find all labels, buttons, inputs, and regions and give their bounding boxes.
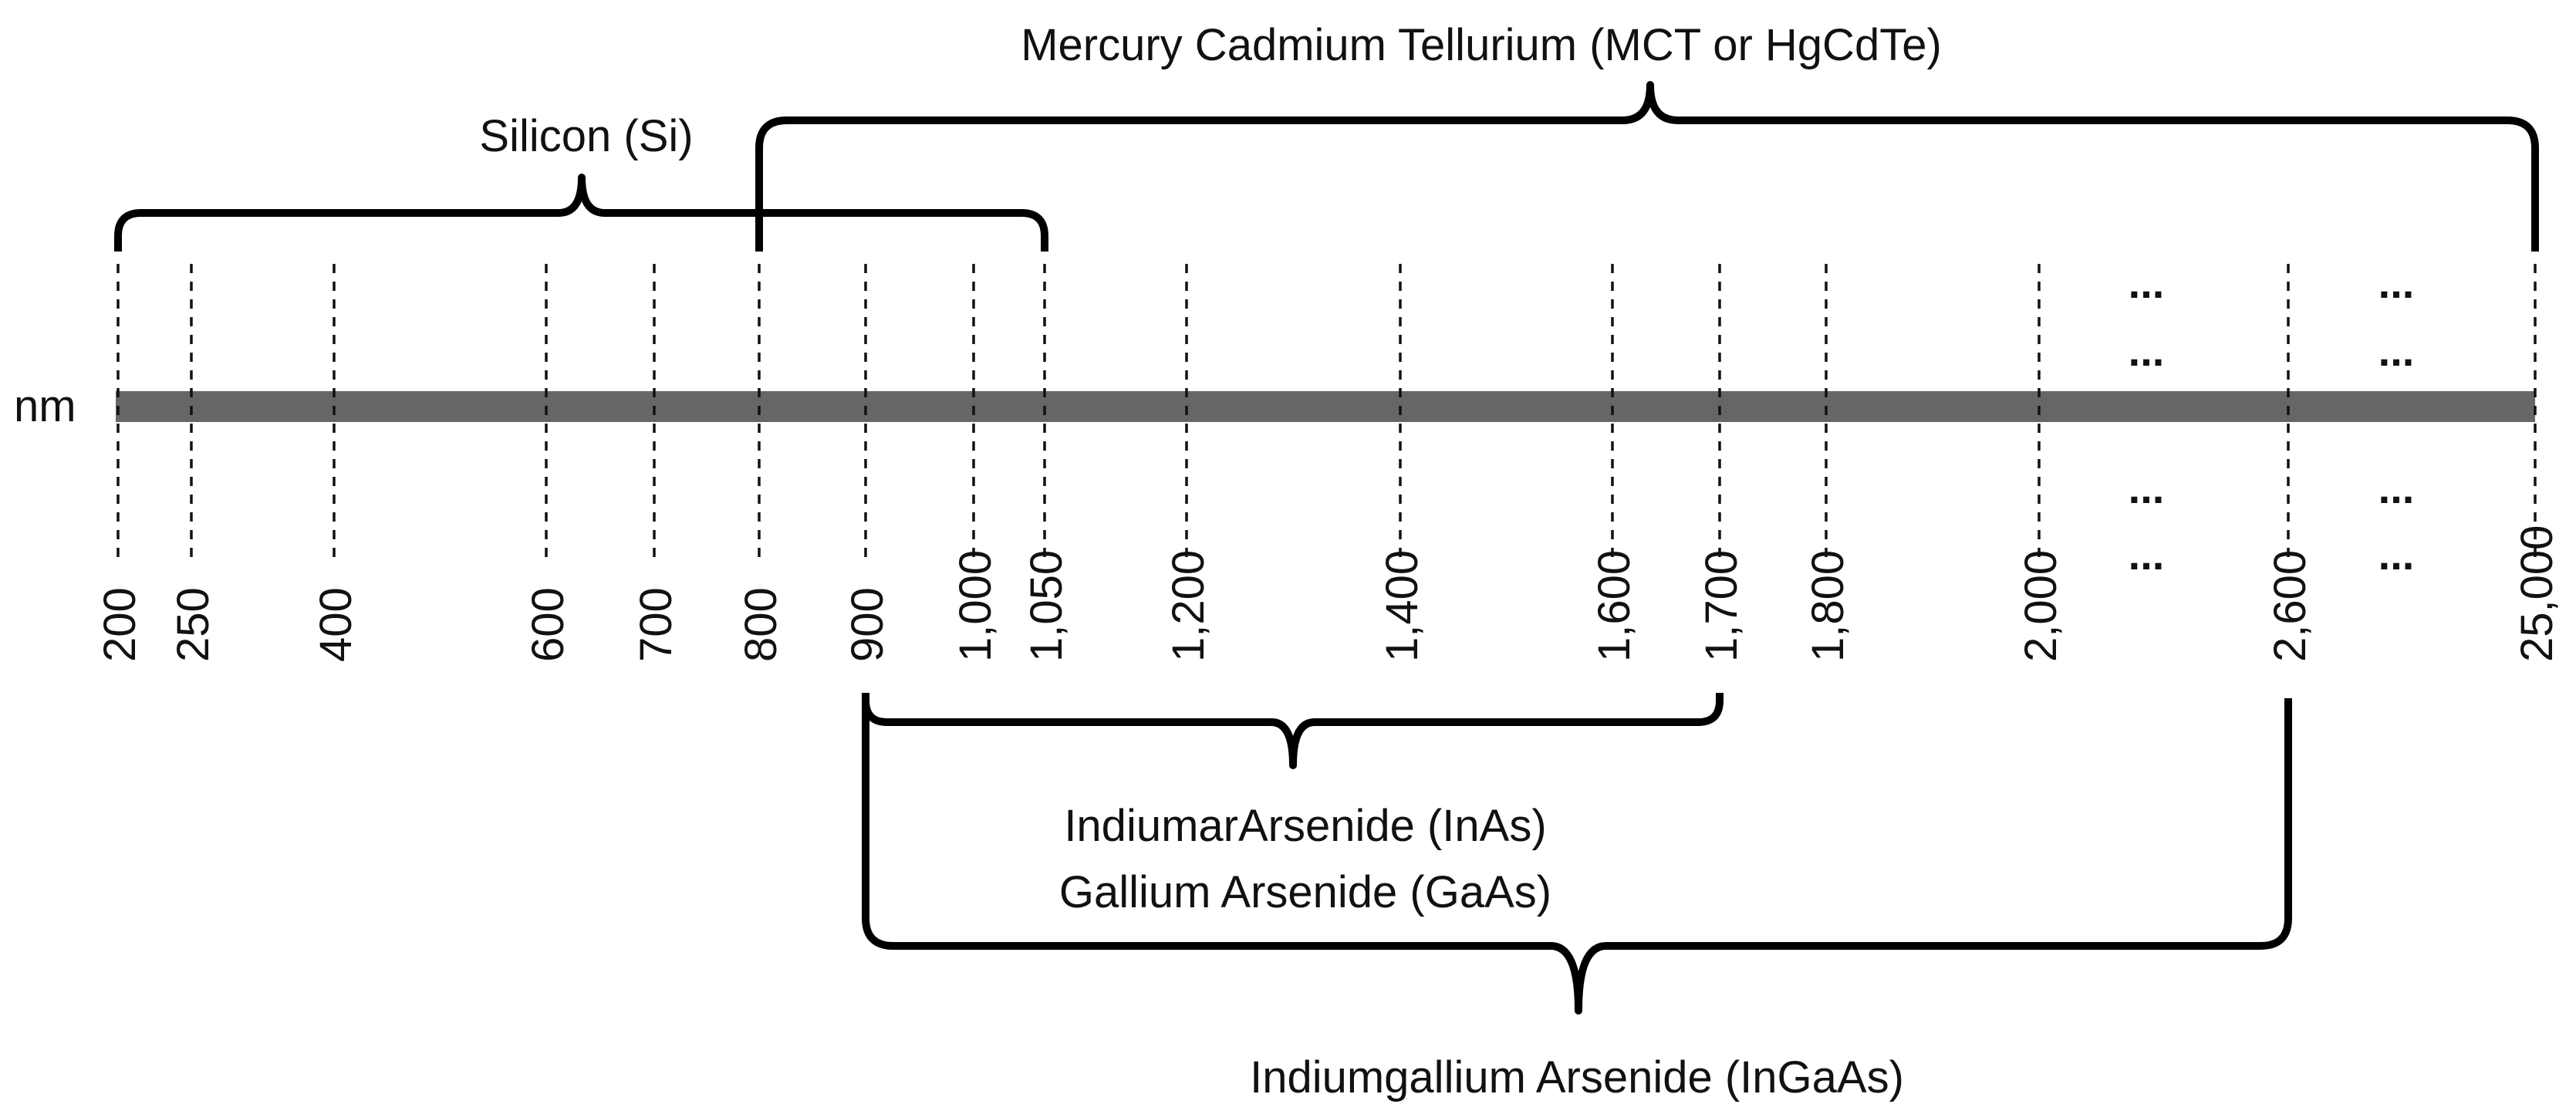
tick-label-250: 250 (168, 587, 218, 662)
tick-label-1000: 1,000 (950, 550, 1001, 662)
tick-label-700: 700 (631, 587, 681, 662)
tick-label-1700: 1,700 (1697, 550, 1747, 662)
ellipsis-mark: ... (2129, 326, 2165, 375)
silicon-range-label: Silicon (Si) (479, 111, 693, 161)
mct-range-brace (755, 81, 2539, 252)
inas-gaas-range-brace (862, 693, 1724, 769)
ellipsis-mark: ... (2129, 258, 2165, 307)
inas-range-label: IndiumarArsenide (InAs) (1064, 801, 1546, 851)
ingaas-range-label: Indiumgallium Arsenide (InGaAs) (1250, 1052, 1904, 1103)
unit-label: nm (14, 381, 76, 431)
tick-label-200: 200 (95, 587, 145, 662)
mct-range-label: Mercury Cadmium Tellurium (MCT or HgCdTe… (1021, 20, 1942, 70)
tick-label-2600: 2,600 (2265, 550, 2315, 662)
ellipsis-mark: ... (2378, 326, 2415, 375)
ellipsis-mark: ... (2378, 530, 2415, 579)
ellipsis-mark: ... (2129, 464, 2165, 512)
ellipsis-mark: ... (2378, 258, 2415, 307)
brace-layer (114, 81, 2539, 1015)
ellipsis-mark: ... (2378, 464, 2415, 512)
silicon-range-brace (114, 174, 1048, 252)
tick-label-900: 900 (842, 587, 893, 662)
ellipsis-mark: ... (2129, 530, 2165, 579)
wavelength-axis-bar (116, 391, 2535, 422)
tick-label-1050: 1,050 (1021, 550, 1072, 662)
gaas-range-label: Gallium Arsenide (GaAs) (1059, 867, 1551, 917)
tick-layer: 200 250 400 600 700 800 900 1,000 1,050 1,200 1,40… (95, 258, 2562, 662)
tick-label-1400: 1,400 (1377, 550, 1427, 662)
tick-label-600: 600 (523, 587, 573, 662)
tick-label-1600: 1,600 (1589, 550, 1639, 662)
tick-label-800: 800 (736, 587, 786, 662)
tick-label-25000: 25,000 (2512, 525, 2562, 662)
tick-label-400: 400 (311, 587, 361, 662)
ingaas-range-brace (862, 698, 2292, 1015)
tick-label-1800: 1,800 (1803, 550, 1853, 662)
tick-label-1200: 1,200 (1163, 550, 1214, 662)
tick-label-2000: 2,000 (2016, 550, 2066, 662)
